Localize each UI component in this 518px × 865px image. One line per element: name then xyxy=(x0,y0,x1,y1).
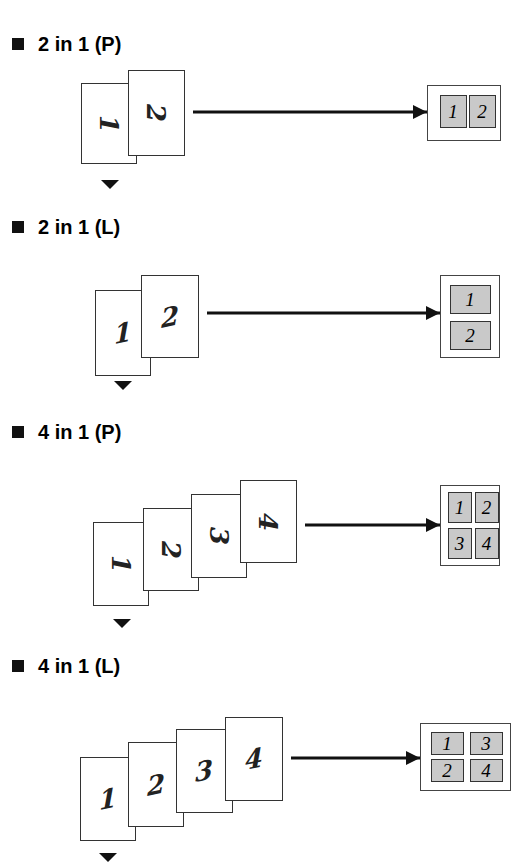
flow-arrow xyxy=(291,757,420,760)
feed-triangle xyxy=(101,180,119,189)
original-page: 1 xyxy=(93,522,149,606)
bullet-square xyxy=(12,660,24,672)
original-page: 2 xyxy=(141,275,199,358)
page-cell: 1 xyxy=(450,285,491,314)
original-page: 2 xyxy=(128,70,185,156)
page-cell: 3 xyxy=(470,732,503,755)
page-cell: 1 xyxy=(448,492,472,523)
cell-number: 1 xyxy=(448,102,458,121)
cell-number: 3 xyxy=(455,534,465,553)
bullet-square xyxy=(12,221,24,233)
page-number: 2 xyxy=(161,301,179,331)
cell-number: 3 xyxy=(481,734,491,753)
page-number: 1 xyxy=(96,114,122,132)
section-heading: 4 in 1 (P) xyxy=(38,422,121,442)
page-number: 2 xyxy=(144,104,170,122)
cell-number: 2 xyxy=(465,326,475,345)
cell-number: 4 xyxy=(482,534,492,553)
feed-triangle xyxy=(114,381,132,390)
bullet-square xyxy=(12,426,24,438)
flow-arrow xyxy=(193,111,427,114)
cell-number: 4 xyxy=(481,761,491,780)
original-page: 4 xyxy=(225,717,283,801)
original-page: 3 xyxy=(191,494,247,578)
page-number: 2 xyxy=(158,540,184,558)
page-cell: 1 xyxy=(431,732,464,755)
page-cell: 2 xyxy=(475,492,499,523)
page-cell: 2 xyxy=(431,759,464,782)
feed-triangle xyxy=(113,619,131,628)
section-heading: 2 in 1 (P) xyxy=(38,34,121,54)
page-cell: 4 xyxy=(470,759,503,782)
cell-number: 2 xyxy=(442,761,452,780)
page-number: 1 xyxy=(108,555,134,573)
original-page: 4 xyxy=(240,480,297,563)
feed-triangle xyxy=(99,853,117,862)
cell-number: 2 xyxy=(477,102,487,121)
cell-number: 1 xyxy=(442,734,452,753)
page-cell: 3 xyxy=(448,528,472,559)
page-cell: 1 xyxy=(440,95,467,128)
section-heading: 4 in 1 (L) xyxy=(38,656,120,676)
cell-number: 1 xyxy=(465,290,475,309)
page-number: 1 xyxy=(99,784,117,814)
output-sheet: 12 xyxy=(440,275,500,358)
bullet-square xyxy=(12,38,24,50)
cell-number: 1 xyxy=(455,498,465,517)
cell-number: 2 xyxy=(482,498,492,517)
page-number: 1 xyxy=(114,318,132,348)
page-number: 4 xyxy=(256,512,282,530)
page-cell: 2 xyxy=(450,321,491,350)
output-sheet: 1 3 2 4 xyxy=(420,723,511,791)
page-number: 2 xyxy=(147,769,165,799)
page-number: 3 xyxy=(206,527,232,545)
page-number: 4 xyxy=(245,744,263,774)
flow-arrow xyxy=(207,312,440,315)
page-number: 3 xyxy=(196,756,214,786)
output-sheet: 12 xyxy=(427,85,501,141)
flow-arrow xyxy=(305,524,440,527)
section-heading: 2 in 1 (L) xyxy=(38,217,120,237)
page-cell: 2 xyxy=(469,95,496,128)
page-cell: 4 xyxy=(475,528,499,559)
output-sheet: 1234 xyxy=(440,485,500,566)
